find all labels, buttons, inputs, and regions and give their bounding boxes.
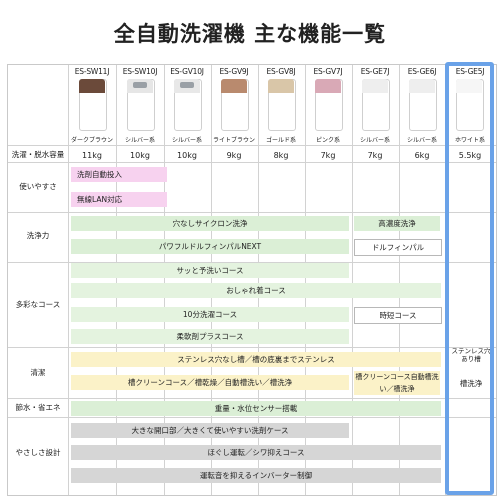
model-color: ホワイト系 xyxy=(454,137,485,144)
feature-lan: 無線LAN対応 xyxy=(71,192,167,207)
capacity-value: 6kg xyxy=(414,151,430,160)
feature-high-conc: 高濃度洗浄 xyxy=(354,216,440,231)
category-clean: 清潔 xyxy=(30,368,46,377)
row-divider xyxy=(8,212,496,213)
row-divider xyxy=(8,162,496,163)
washer-image xyxy=(452,79,486,131)
row-divider xyxy=(8,145,496,146)
washer-image xyxy=(75,79,109,131)
category-ease: 使いやすさ xyxy=(19,182,57,191)
washer-image xyxy=(405,79,439,131)
capacity-value: 5.5kg xyxy=(458,151,482,160)
feature-tub-clean-full: 槽クリーンコース／槽乾燥／自動槽洗い／槽洗浄 xyxy=(71,375,349,390)
washer-image xyxy=(311,79,345,131)
model-name: ES-SW11J xyxy=(74,67,110,76)
col-divider xyxy=(164,65,165,495)
feature-big-opening: 大きな開口部／大きくて使いやすい洗剤ケース xyxy=(71,423,349,438)
category-courses: 多彩なコース xyxy=(15,300,61,309)
col-divider xyxy=(211,65,212,495)
highlight-frame-es-ge5j xyxy=(445,62,494,495)
feature-oshare-course: おしゃれ着コース xyxy=(71,283,441,298)
model-color: シルバー系 xyxy=(359,137,390,144)
model-name: ES-GV10J xyxy=(170,67,204,76)
feature-10min-course: 10分洗濯コース xyxy=(71,307,349,322)
model-color: シルバー系 xyxy=(124,137,155,144)
capacity-value: 9kg xyxy=(226,151,242,160)
feature-quick-course: サッと予洗いコース xyxy=(71,263,349,278)
feature-jitan-course: 時短コース xyxy=(354,307,442,324)
feature-inverter: 運転音を抑えるインバーター制御 xyxy=(71,468,441,483)
feature-untangle: ほぐし運転／シワ抑えコース xyxy=(71,445,441,460)
feature-detergent: 洗剤自動投入 xyxy=(71,167,167,182)
feature-stainless: ステンレス穴なし槽／槽の底裏までステンレス xyxy=(71,352,441,367)
model-name: ES-GE5J xyxy=(455,67,485,76)
capacity-value: 10kg xyxy=(130,151,150,160)
model-name: ES-SW10J xyxy=(122,67,158,76)
feature-table: ES-SW11J ES-SW10J ES-GV10J ES-GV9J ES-GV… xyxy=(7,64,497,496)
model-color: シルバー系 xyxy=(406,137,437,144)
col-divider xyxy=(305,65,306,495)
col-divider xyxy=(258,65,259,495)
row-divider xyxy=(8,347,496,348)
washer-image xyxy=(170,79,204,131)
feature-tub-clean-mid: 槽クリーンコース自動槽洗い／槽洗浄 xyxy=(354,371,440,395)
category-wash-power: 洗浄力 xyxy=(26,231,50,240)
feature-dolphin: ドルフィンパル xyxy=(354,239,442,256)
model-color: ゴールド系 xyxy=(265,137,296,144)
capacity-value: 11kg xyxy=(82,151,102,160)
model-name: ES-GV9J xyxy=(219,67,249,76)
model-color: ピンク系 xyxy=(315,137,340,144)
row-divider xyxy=(8,262,496,263)
feature-cyclone: 穴なしサイクロン洗浄 xyxy=(71,216,349,231)
feature-stainless-hole: ステンレス穴あり槽 xyxy=(451,347,491,363)
washer-image xyxy=(264,79,298,131)
row-divider xyxy=(8,417,496,418)
col-divider xyxy=(116,65,117,495)
feature-dolphin-next: パワフルドルフィンパルNEXT xyxy=(71,239,349,254)
washer-image xyxy=(217,79,251,131)
category-eco: 節水・省エネ xyxy=(15,403,61,412)
model-name: ES-GE7J xyxy=(360,67,390,76)
capacity-value: 7kg xyxy=(320,151,336,160)
feature-softener-course: 柔軟剤プラスコース xyxy=(71,329,349,344)
category-gentle: やさしさ設計 xyxy=(15,448,61,457)
model-name: ES-GV7J xyxy=(313,67,343,76)
row-divider xyxy=(8,398,496,399)
category-capacity: 洗濯・脱水容量 xyxy=(11,150,65,159)
model-color: ライトブラウン xyxy=(213,137,256,144)
model-name: ES-GE6J xyxy=(407,67,437,76)
model-color: ダークブラウン xyxy=(71,137,114,144)
col-divider xyxy=(399,65,400,495)
capacity-value: 10kg xyxy=(177,151,197,160)
model-color: シルバー系 xyxy=(171,137,202,144)
capacity-value: 8kg xyxy=(273,151,289,160)
washer-image xyxy=(123,79,157,131)
feature-sensor: 重量・水位センサー搭載 xyxy=(71,401,441,416)
feature-tub-wash: 槽洗浄 xyxy=(459,379,483,388)
page-title: 全自動洗濯機 主な機能一覧 xyxy=(113,22,387,46)
col-divider xyxy=(68,65,69,495)
capacity-value: 7kg xyxy=(367,151,383,160)
model-name: ES-GV8J xyxy=(266,67,296,76)
washer-image xyxy=(358,79,392,131)
col-divider xyxy=(352,65,353,495)
